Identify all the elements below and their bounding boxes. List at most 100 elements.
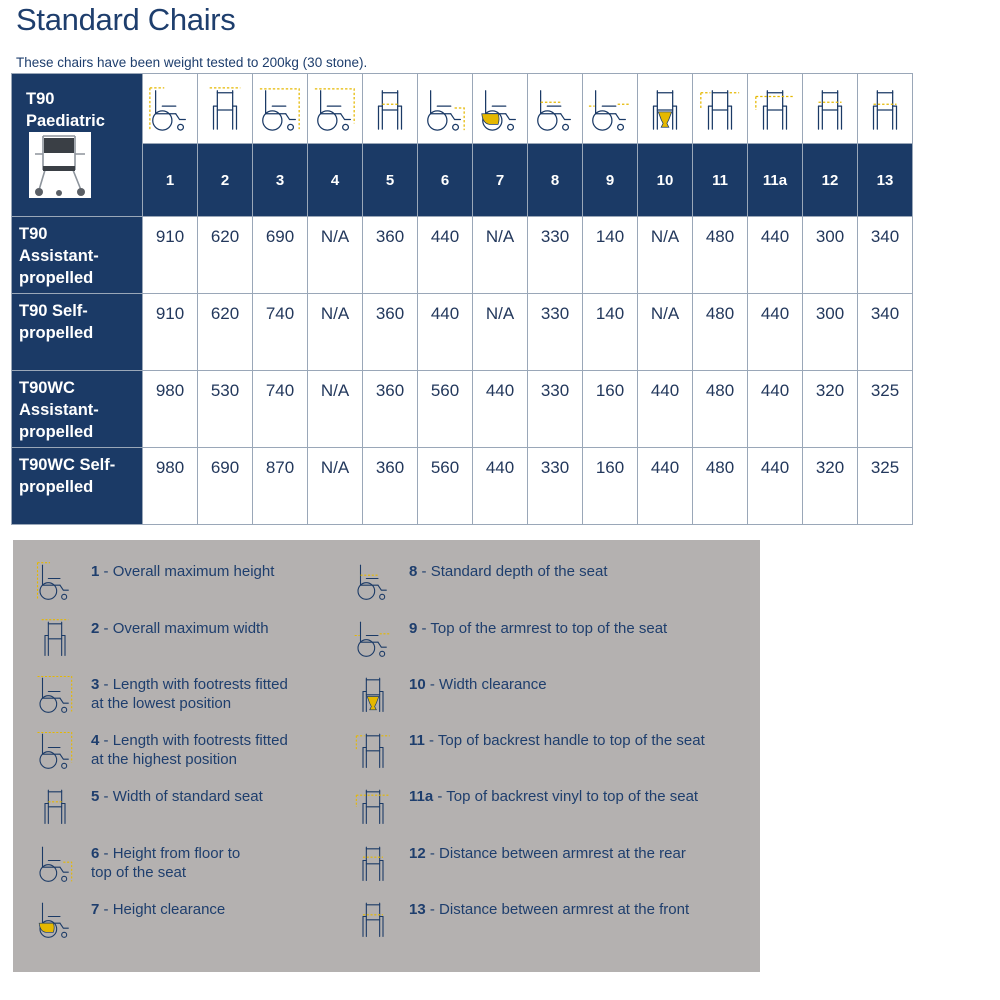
legend-number: 2 [91,620,100,637]
row-label-line: propelled [19,324,94,342]
overall-height-icon [36,562,69,601]
column-icon-cell [857,72,913,145]
column-icon-cell [197,72,253,145]
legend-line: top of the seat [91,864,187,881]
column-number: 9 [582,143,638,217]
value-cell: 440 [747,293,803,371]
legend-text: 11 - Top of backrest handle to top of th… [409,732,705,749]
overall-width-icon [41,619,69,657]
value-cell: 360 [362,216,418,294]
row-label-line: T90 [19,225,48,243]
model-header-line: Paediatric [26,112,105,130]
value-cell: 325 [857,447,913,525]
legend-item: 2 - Overall maximum width [35,617,269,659]
legend-number: 13 [409,901,426,918]
legend-item: 12 - Distance between armrest at the rea… [353,842,686,884]
armrest-to-seat-icon [588,89,630,131]
value-cell: 140 [582,216,638,294]
legend-text: 7 - Height clearance [91,901,226,918]
legend-item: 13 - Distance between armrest at the fro… [353,898,689,940]
value-cell: 340 [857,293,913,371]
legend-text: 12 - Distance between armrest at the rea… [409,845,686,862]
legend-text: 11a - Top of backrest vinyl to top of th… [409,788,699,805]
legend-line: Top of the armrest to top of the seat [430,620,668,637]
legend-line: Overall maximum height [112,563,275,580]
seat-height-icon [427,89,465,131]
model-header-line: T90 [26,90,55,108]
value-cell: 740 [252,293,308,371]
armrest-front-distance-icon [362,902,384,938]
armrest-rear-distance-icon [817,89,843,130]
legend-line: Top of backrest handle to top of the sea… [437,732,705,749]
column-icon-cell [582,72,638,145]
backrest-vinyl-icon [355,789,390,825]
column-icon-cell [747,72,803,145]
legend-item: 11a - Top of backrest vinyl to top of th… [353,785,698,827]
armrest-front-distance-icon [872,89,898,130]
value-cell: 440 [747,447,803,525]
column-icon-cell [252,72,308,145]
legend-item: 9 - Top of the armrest to top of the sea… [353,617,667,659]
column-number: 5 [362,143,418,217]
column-number: 10 [637,143,693,217]
seat-width-icon [377,89,403,130]
value-cell: 440 [637,447,693,525]
width-clearance-icon [652,89,678,130]
value-cell: 140 [582,293,638,371]
column-number: 2 [197,143,253,217]
value-cell: 480 [692,216,748,294]
legend-number: 10 [409,676,426,693]
row-label-line: T90WC [19,379,75,397]
column-number: 1 [142,143,198,217]
length-highest-footrest-icon [37,731,73,769]
legend-panel: 1 - Overall maximum height 2 - Overall m… [13,540,760,972]
column-icon-cell [417,72,473,145]
value-cell: 480 [692,293,748,371]
width-clearance-icon [362,677,384,713]
column-icon-cell [142,72,198,145]
row-label-line: T90 Self- [19,302,88,320]
seat-depth-icon [357,564,387,600]
column-number: 13 [857,143,913,217]
value-cell: N/A [637,293,693,371]
value-cell: 910 [142,216,198,294]
row-label-line: Assistant- [19,401,99,419]
value-cell: 560 [417,370,473,448]
value-cell: 360 [362,370,418,448]
legend-line: Width of standard seat [112,788,263,805]
row-label: T90WC Self-propelled [11,447,143,525]
value-cell: 910 [142,293,198,371]
value-cell: 480 [692,370,748,448]
value-cell: 690 [252,216,308,294]
legend-number: 3 [91,676,100,693]
value-cell: 560 [417,447,473,525]
chair-photo-icon [29,132,91,198]
value-cell: N/A [637,216,693,294]
column-icon-cell [527,72,583,145]
value-cell: 440 [417,293,473,371]
row-label: T90 Self-propelled [11,293,143,371]
value-cell: 440 [637,370,693,448]
value-cell: 360 [362,447,418,525]
value-cell: N/A [307,216,363,294]
legend-line: Length with footrests fitted [112,676,288,693]
legend-text: 9 - Top of the armrest to top of the sea… [409,620,668,637]
value-cell: 440 [747,370,803,448]
value-cell: 330 [527,447,583,525]
value-cell: 320 [802,447,858,525]
overall-height-icon [149,87,186,131]
value-cell: 360 [362,293,418,371]
row-label-line: propelled [19,269,94,287]
page-title: Standard Chairs [16,2,236,37]
legend-line: Distance between armrest at the rear [439,845,686,862]
value-cell: 160 [582,447,638,525]
value-cell: N/A [472,216,528,294]
legend-number: 1 [91,563,100,580]
seat-depth-icon [537,89,571,131]
